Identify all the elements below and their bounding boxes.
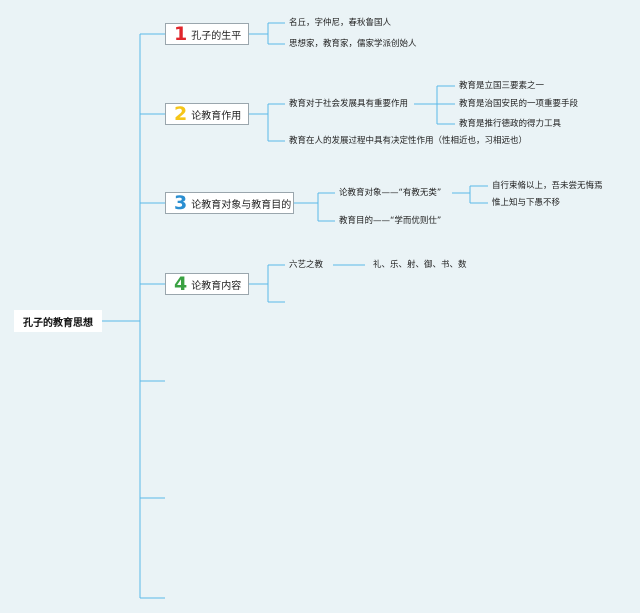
branch-node-object-purpose[interactable]: 3 论教育对象与教育目的 xyxy=(165,192,294,214)
branch-number-4: 4 xyxy=(174,273,188,295)
leaf-name: 名丘，字仲尼，春秋鲁国人 xyxy=(289,18,392,28)
leaf-human-development: 教育在人的发展过程中具有决定性作用（性相近也，习相远也） xyxy=(289,136,528,146)
leaf-six-arts: 六艺之教 xyxy=(289,260,324,270)
branch-label: 论教育对象与教育目的 xyxy=(191,199,292,211)
branch-node-content[interactable]: 4 论教育内容 xyxy=(165,273,249,295)
root-label: 孔子的教育思想 xyxy=(23,317,93,329)
leaf-social-role: 教育对于社会发展具有重要作用 xyxy=(289,99,409,109)
branch-node-education-role[interactable]: 2 论教育作用 xyxy=(165,103,249,125)
leaf-identity: 思想家，教育家，儒家学派创始人 xyxy=(289,39,417,49)
branch-label: 论教育内容 xyxy=(191,280,242,292)
leaf-education-object: 论教育对象——“有教无类” xyxy=(339,188,442,198)
branch-number-3: 3 xyxy=(174,192,188,214)
branch-label: 论教育作用 xyxy=(191,110,242,122)
leaf-state-factor: 教育是立国三要素之一 xyxy=(459,81,545,91)
branch-number-2: 2 xyxy=(174,103,188,125)
branch-label: 孔子的生平 xyxy=(191,30,242,42)
leaf-wise-fool: 惟上知与下愚不移 xyxy=(492,198,561,208)
leaf-tuition: 自行束脩以上，吾未尝无悔焉 xyxy=(492,181,603,191)
branch-node-biography[interactable]: 1 孔子的生平 xyxy=(165,23,249,45)
leaf-virtue-tool: 教育是推行德政的得力工具 xyxy=(459,119,562,129)
leaf-education-purpose: 教育目的——“学而优则仕” xyxy=(339,216,442,226)
branch-number-1: 1 xyxy=(174,23,188,45)
leaf-six-arts-list: 礼、乐、射、御、书、数 xyxy=(373,260,467,270)
leaf-governance: 教育是治国安民的一项重要手段 xyxy=(459,99,579,109)
root-node[interactable]: 孔子的教育思想 xyxy=(14,310,102,332)
